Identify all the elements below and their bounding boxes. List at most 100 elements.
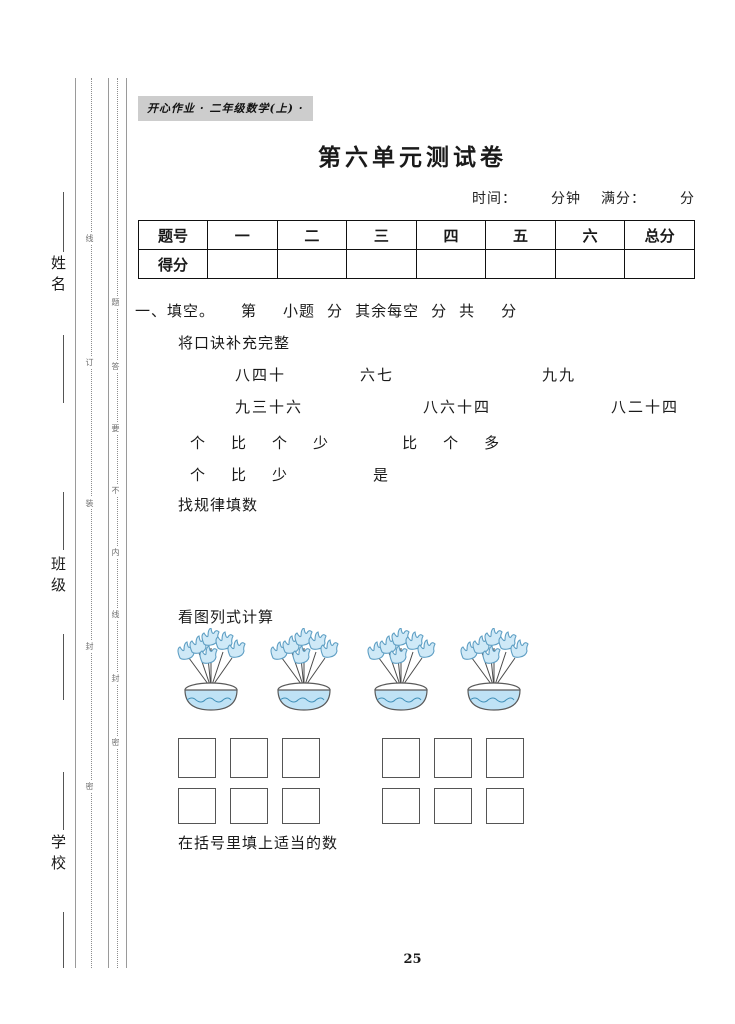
margin-rule-right: [126, 78, 127, 968]
answer-box-row-2: [130, 788, 530, 824]
seal-dotted-line-outer: [117, 78, 118, 968]
formula-2-1: 八六十四: [423, 398, 492, 416]
series-badge: 开心作业 · 二年级数学(上) ·: [138, 96, 313, 121]
formula-2-0: 九三十六: [235, 398, 304, 416]
section-one-b: 小题: [283, 302, 316, 320]
answer-box-2-6[interactable]: [486, 788, 524, 824]
section-one-heading: 一、填空。第小题分其余每空分共分: [135, 300, 517, 321]
sub-question-3: 看图列式计算: [178, 608, 275, 626]
score-table-row-label-0: 题号: [138, 220, 208, 250]
seal-char-outer-0: 题: [111, 296, 120, 308]
compare-row-2: 个比少是: [190, 464, 388, 485]
class-field-rule-bottom: [63, 634, 64, 700]
margin-rule-left: [75, 78, 76, 968]
flower-pot-icon-4: [451, 627, 537, 720]
score-col-6: 总分: [624, 220, 695, 250]
score-cell-4[interactable]: [485, 249, 556, 279]
total-unit: 分: [680, 191, 695, 207]
section-one-c: 分: [327, 302, 344, 320]
answer-box-2-2[interactable]: [230, 788, 268, 824]
school-field-label: 学校: [49, 834, 67, 876]
compare-2-3: 是: [373, 466, 389, 484]
time-unit: 分钟: [551, 191, 581, 207]
compare-1-1: 比: [231, 434, 247, 452]
formula-row-2: 九三十六 八六十四 八二十四: [235, 396, 679, 417]
score-cell-1[interactable]: [276, 249, 348, 279]
seal-dotted-line-inner: [91, 78, 92, 968]
compare-2-2: 少: [272, 466, 288, 484]
seal-char-inner-3: 封: [85, 640, 94, 652]
compare-row-1: 个比个少比个多: [190, 432, 499, 453]
formula-1-1: 六七: [360, 366, 395, 384]
score-col-1: 二: [276, 220, 348, 250]
flower-pot-illustration-group: [168, 627, 538, 720]
margin-rule-mid: [108, 78, 109, 968]
sub-question-2: 找规律填数: [178, 496, 259, 514]
class-field-label: 班级: [49, 556, 67, 598]
score-col-0: 一: [207, 220, 278, 250]
seal-char-outer-2: 要: [111, 422, 120, 434]
answer-box-2-3[interactable]: [282, 788, 320, 824]
flower-pot-icon-2: [261, 627, 347, 720]
exam-margin-strip: 姓名 班级 学校 线 订 装 封 密 题 答 要 不 内 线 封 密: [0, 0, 130, 1024]
answer-box-row-1: [130, 738, 530, 778]
score-cell-0[interactable]: [207, 249, 278, 279]
seal-char-outer-4: 内: [111, 546, 120, 558]
page-number: 25: [403, 952, 422, 967]
school-field-rule-top: [63, 772, 64, 830]
compare-1-4: 比: [402, 434, 418, 452]
class-field-rule-top: [63, 492, 64, 550]
school-field-rule-bottom: [63, 912, 64, 968]
answer-box-2-5[interactable]: [434, 788, 472, 824]
seal-char-inner-2: 装: [85, 497, 94, 509]
formula-1-0: 八四十: [235, 366, 287, 384]
seal-char-outer-3: 不: [111, 484, 120, 496]
formula-2-2: 八二十四: [611, 398, 680, 416]
score-col-3: 四: [415, 220, 487, 250]
answer-box-1-2[interactable]: [230, 738, 268, 778]
compare-2-0: 个: [190, 466, 206, 484]
table-row-scores: 得分: [138, 249, 695, 279]
section-one-d: 其余每空: [355, 302, 420, 320]
score-cell-5[interactable]: [554, 249, 626, 279]
score-cell-6[interactable]: [624, 249, 695, 279]
total-label: 满分：: [601, 191, 646, 207]
seal-char-inner-0: 线: [85, 232, 94, 244]
answer-box-2-1[interactable]: [178, 788, 216, 824]
sub-question-1: 将口诀补充完整: [178, 334, 291, 352]
exam-meta-line: 时间： 分钟 满分： 分: [472, 188, 695, 208]
compare-1-5: 个: [443, 434, 459, 452]
score-table-row-label-1: 得分: [138, 249, 208, 279]
compare-1-3: 少: [313, 434, 329, 452]
formula-row-1: 八四十 六七 九九: [235, 364, 576, 385]
section-one-f: 共: [459, 302, 476, 320]
answer-box-1-6[interactable]: [486, 738, 524, 778]
formula-1-2: 九九: [542, 366, 577, 384]
worksheet-page: 开心作业 · 二年级数学(上) · 第六单元测试卷 时间：分钟满分：分 题号 一…: [130, 0, 735, 1024]
seal-char-outer-6: 封: [111, 672, 120, 684]
section-one-g: 分: [501, 302, 518, 320]
answer-box-2-4[interactable]: [382, 788, 420, 824]
compare-1-6: 多: [484, 434, 500, 452]
name-field-rule-bottom: [63, 335, 64, 403]
answer-box-1-5[interactable]: [434, 738, 472, 778]
name-field-label: 姓名: [49, 255, 67, 297]
name-field-rule-top: [63, 192, 64, 252]
seal-char-inner-4: 密: [85, 780, 94, 792]
compare-2-1: 比: [231, 466, 247, 484]
score-cell-3[interactable]: [415, 249, 487, 279]
section-one-a: 第: [241, 302, 258, 320]
compare-1-2: 个: [272, 434, 288, 452]
answer-box-1-3[interactable]: [282, 738, 320, 778]
section-one-prefix: 一、填空。: [135, 302, 216, 320]
score-cell-2[interactable]: [346, 249, 417, 279]
score-col-5: 六: [554, 220, 626, 250]
answer-box-1-1[interactable]: [178, 738, 216, 778]
section-one-e: 分: [431, 302, 448, 320]
sub-question-4: 在括号里填上适当的数: [178, 834, 339, 852]
time-label: 时间：: [472, 191, 517, 207]
score-col-4: 五: [485, 220, 556, 250]
seal-char-outer-1: 答: [111, 360, 120, 372]
seal-char-inner-1: 订: [85, 356, 94, 368]
answer-box-1-4[interactable]: [382, 738, 420, 778]
